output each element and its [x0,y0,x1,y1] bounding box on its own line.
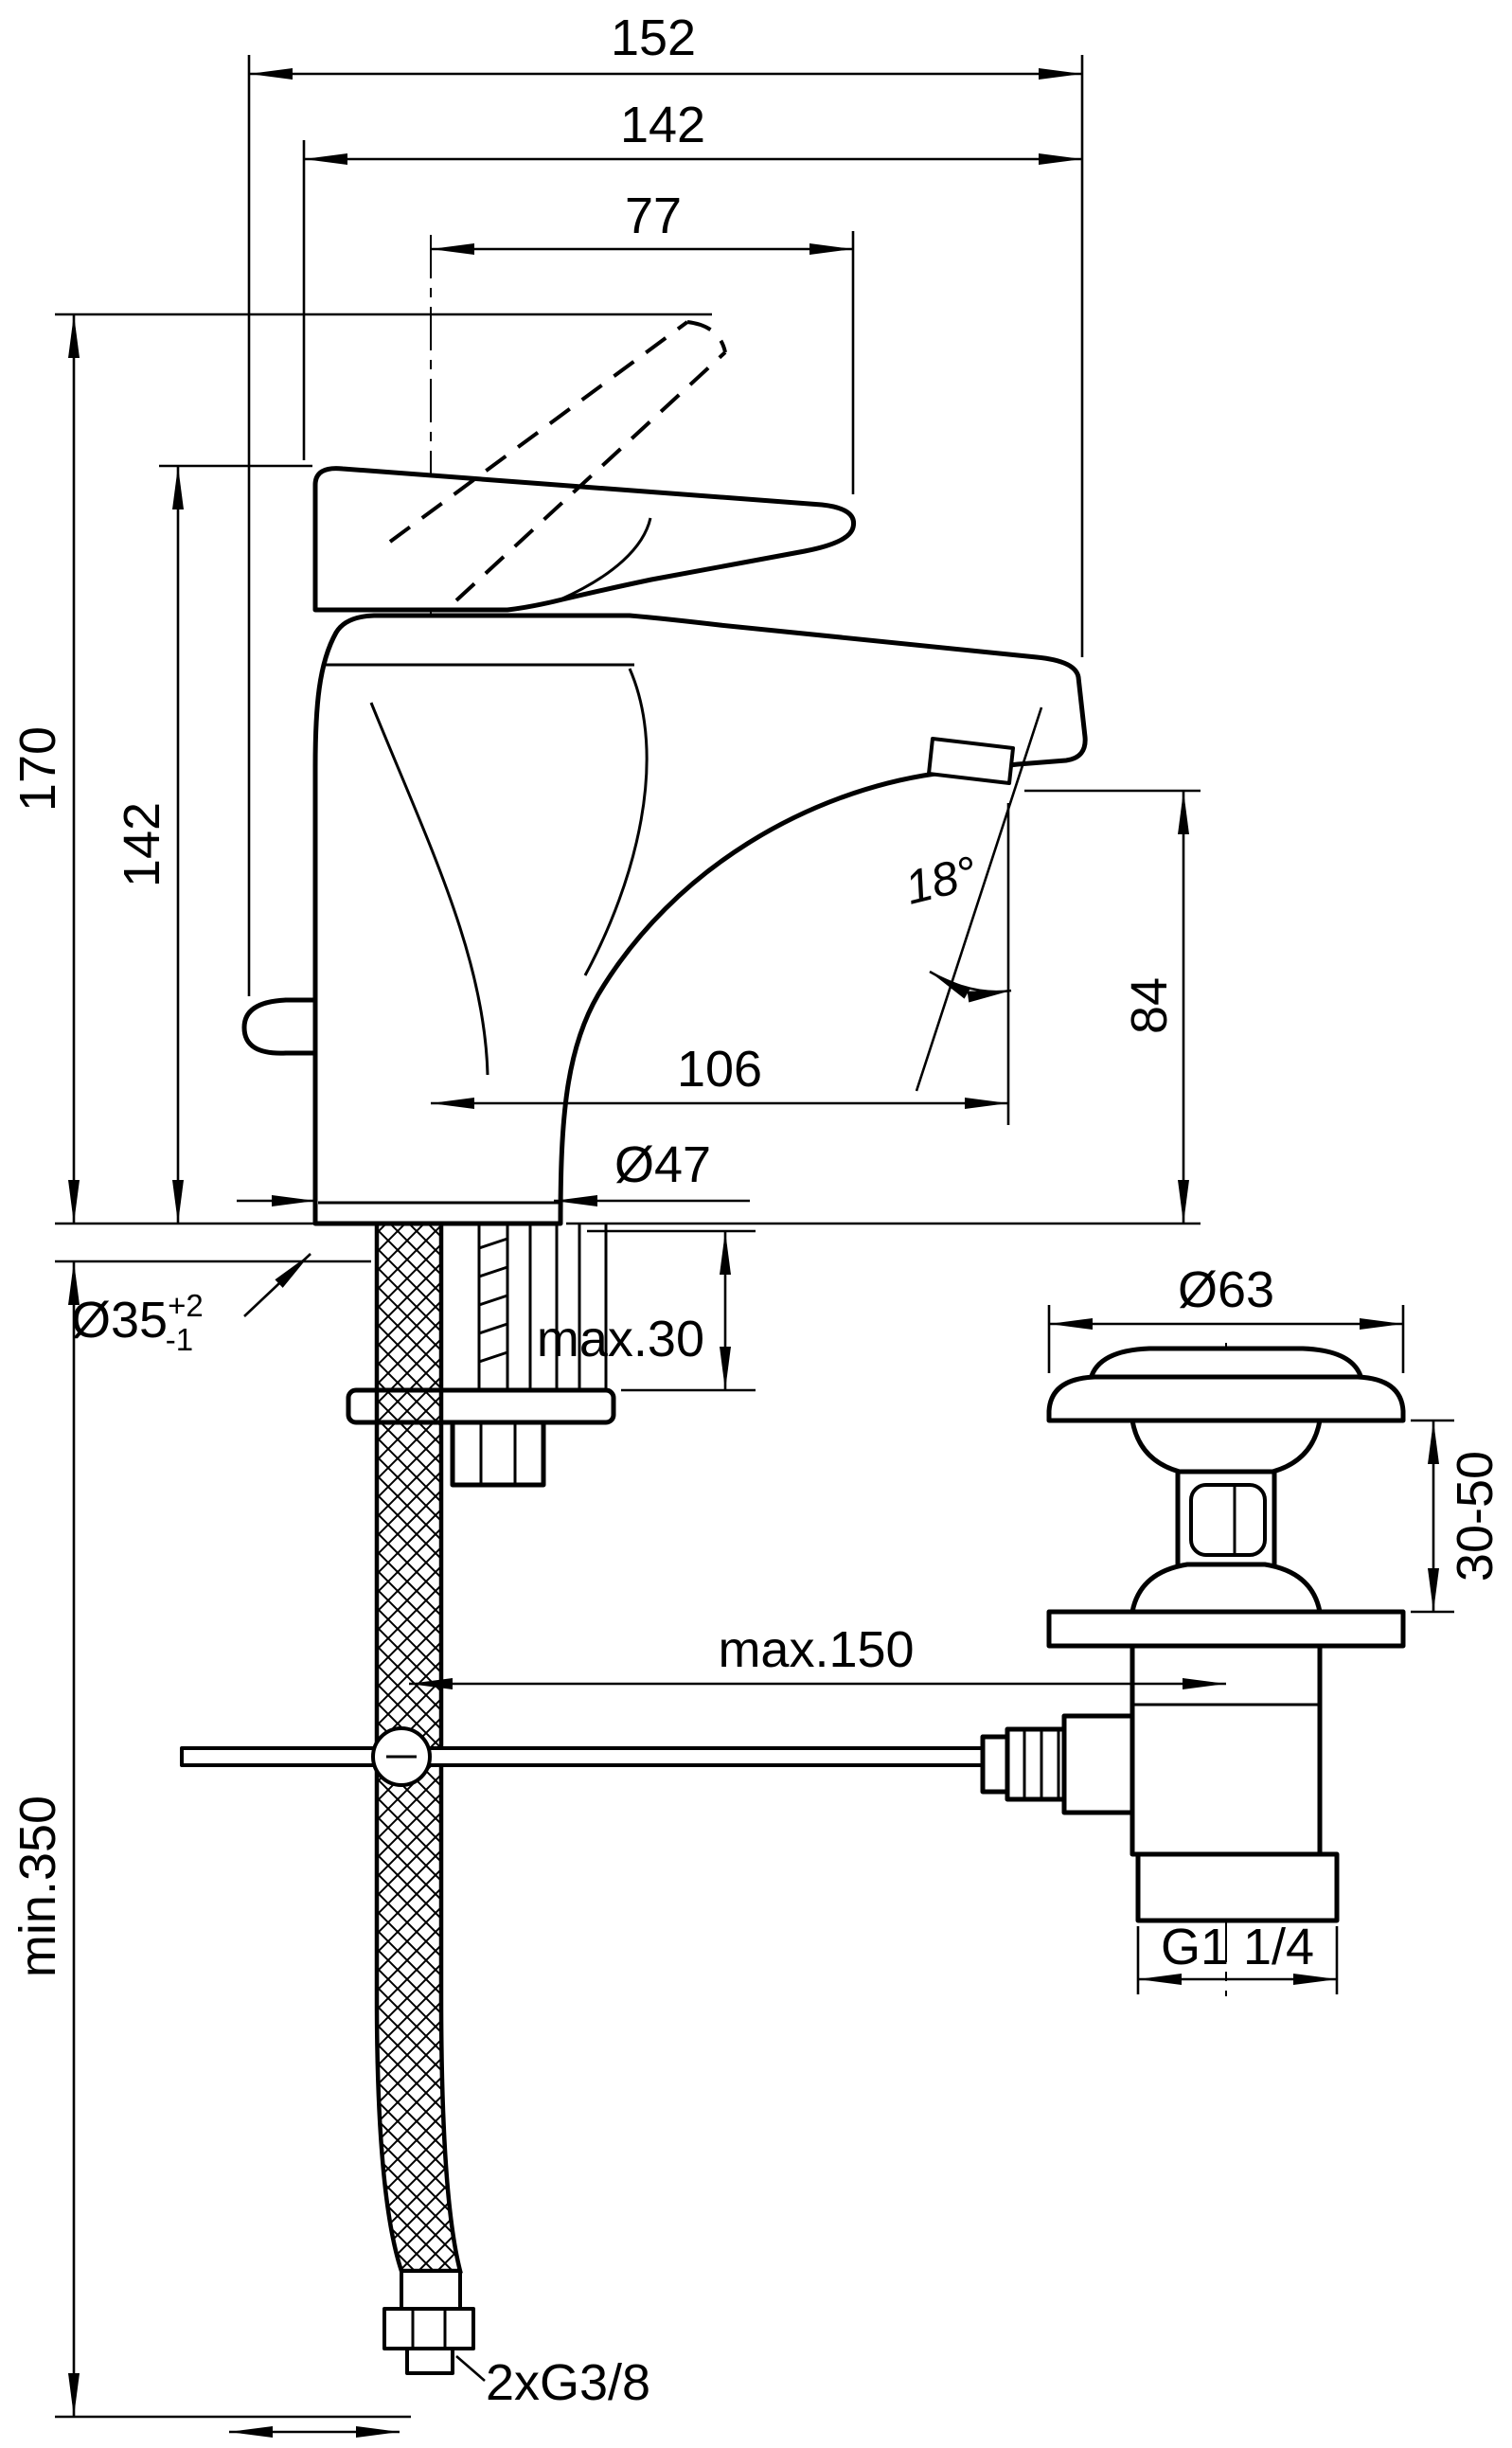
handle-lever [312,466,857,613]
hose-nut [382,2307,475,2350]
rod [180,1746,1017,1767]
d35-value: Ø35 [71,1292,168,1349]
dimension-thread-g114: G1 1/4 [1136,1919,1339,1994]
rear-protrusion [241,997,289,1056]
dim-142-left-label: 142 [114,802,170,887]
dimension-142-top: 142 [302,97,1082,460]
aerator [927,737,1015,785]
dim-77-label: 77 [625,188,682,244]
dimension-106: 106 [431,803,1010,1125]
faucet-body-outline [312,613,1088,1226]
dim-max150-label: max.150 [718,1621,914,1678]
dimension-152: 152 [247,9,1084,996]
waste-lower-neck [1130,1562,1323,1615]
d35-tol-minus: -1 [166,1322,193,1357]
waste-plug-cap [1046,1374,1406,1423]
pop-up-rod [180,1726,1017,1787]
dimension-diameter-47: Ø47 [237,1136,750,1206]
leader-line [455,2355,486,2382]
lever-raised-dashed-bottom [454,350,727,602]
dim-d47-label: Ø47 [614,1136,711,1193]
lever-style-curve [560,517,652,601]
mounting-nut [450,1420,546,1488]
leader-arrow [243,1253,311,1317]
dim-d35-label: Ø35+2-1 [71,1288,204,1357]
waste-assembly [980,1346,1406,1923]
spout-style-curve [583,668,649,976]
waste-upper-neck [1130,1418,1323,1476]
dim-152-label: 152 [611,9,696,66]
rod-coupler [980,1734,1010,1795]
dim-142-top-label: 142 [620,97,705,153]
dimension-max-150: max.150 [409,1621,1226,1689]
ball-joint-nut [1005,1726,1067,1802]
hose-nipple [405,2347,454,2375]
dim-18deg-label: 18° [899,846,982,915]
waste-plug-dome [1088,1346,1364,1382]
waste-tailpiece [1135,1851,1340,1923]
dim-84-label: 84 [1121,977,1178,1034]
dim-2xg38-label: 2xG3/8 [486,2354,650,2411]
lever-raised-dashed-tip [686,320,727,353]
dimension-diameter-63: Ø63 [1047,1261,1405,1373]
dim-3050-label: 30-50 [1447,1451,1503,1581]
dimension-142-left: 142 [114,464,312,1224]
dimension-min-350: min.350 [9,1260,411,2419]
dimension-170: 170 [9,313,712,1225]
dimension-30-50: 30-50 [1411,1419,1503,1614]
dim-min350-label: min.350 [9,1796,66,1977]
label-thread-2xg38: 2xG3/8 [455,2354,650,2411]
body-style-curve [369,702,489,1076]
dim-d63-label: Ø63 [1178,1261,1274,1318]
dimension-77: 77 [431,188,855,494]
hose-ferrule [400,2269,462,2311]
d35-tol-plus: +2 [168,1288,204,1323]
dimension-max-30: max.30 [537,1229,756,1392]
waste-overflow-slot [1189,1483,1267,1557]
waste-flange [1046,1609,1406,1649]
faucet [241,320,1088,1226]
dimension-diameter-35-tolerance: Ø35+2-1 [71,1253,311,1357]
spout-flow-axis [915,706,1043,1092]
ball-joint-boss [1061,1713,1135,1815]
waste-body [1130,1643,1323,1857]
angle-arc [929,970,1012,1003]
dim-106-label: 106 [677,1041,762,1098]
dim-170-label: 170 [9,726,66,812]
dim-g114-label: G1 1/4 [1161,1919,1314,1975]
dimension-84: 84 [566,789,1201,1225]
stud-thread-lines [478,1237,508,1364]
lever-raised-dashed-top [388,320,689,544]
dim-max30-label: max.30 [537,1311,704,1367]
